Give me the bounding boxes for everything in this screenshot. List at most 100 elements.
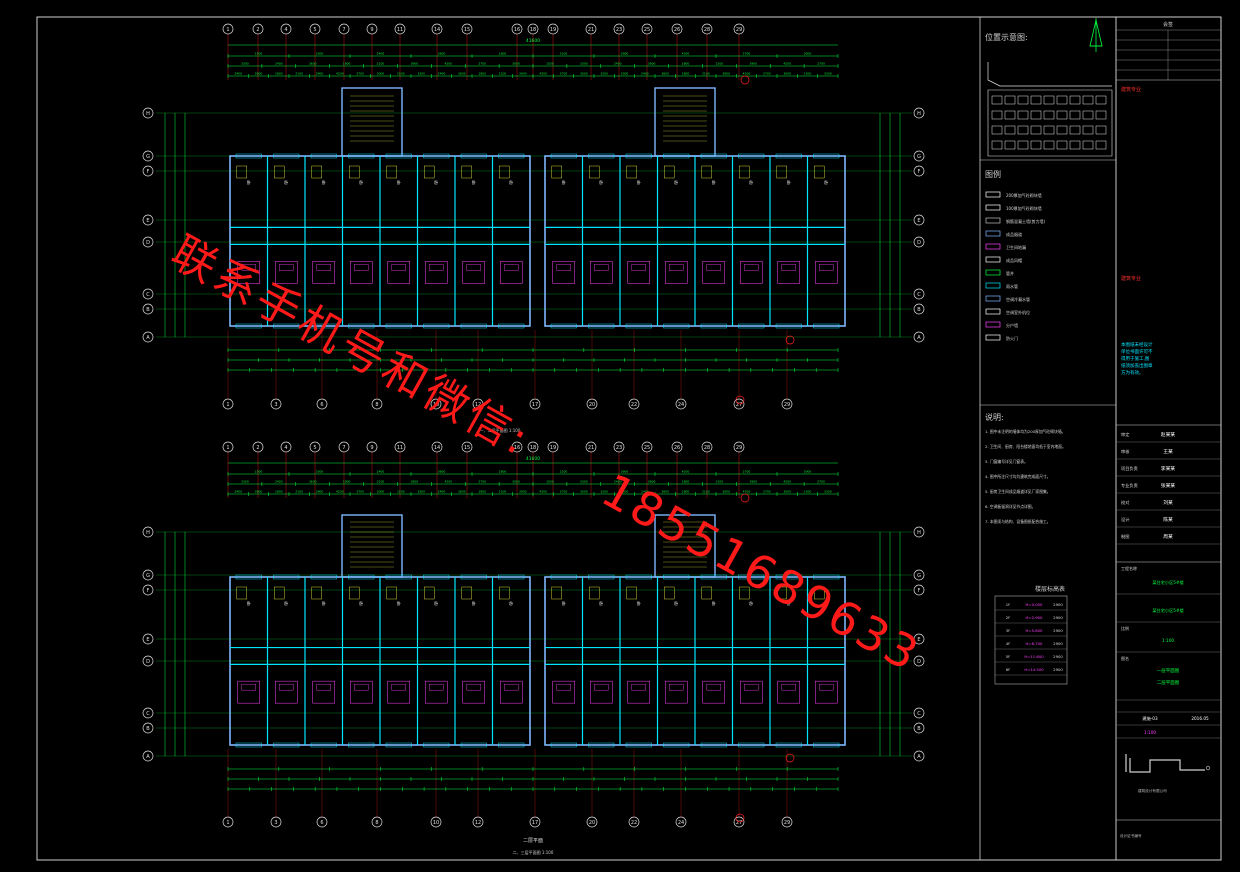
fixture-icon bbox=[664, 586, 675, 600]
bed-icon bbox=[350, 261, 373, 284]
axis-label: 9 bbox=[370, 27, 373, 33]
bed-icon bbox=[462, 261, 485, 284]
pillow-icon bbox=[316, 264, 331, 271]
fixture-icon bbox=[349, 165, 360, 179]
dim-text: 2700 bbox=[817, 480, 825, 484]
dim-text: 1800 bbox=[499, 470, 507, 474]
window bbox=[498, 153, 525, 159]
axis-label: 11 bbox=[397, 445, 403, 451]
room-label: 卧 bbox=[434, 179, 438, 185]
bed-icon bbox=[350, 680, 373, 704]
room-label: 卧 bbox=[637, 179, 641, 185]
pillow-icon bbox=[631, 683, 646, 691]
fixture-icon bbox=[776, 586, 787, 600]
legend-item: 防火门 bbox=[1006, 335, 1018, 341]
table-cell: 6F bbox=[1006, 667, 1011, 672]
table-cell: H=0.000 bbox=[1026, 602, 1043, 607]
dim-text: 3600 bbox=[661, 72, 669, 76]
site-block bbox=[1095, 140, 1107, 150]
dim-text: 3000 bbox=[580, 72, 588, 76]
dim-text: 4200 bbox=[336, 72, 344, 76]
table-cell: H=14.500 bbox=[1024, 667, 1044, 672]
dim-text: 2700 bbox=[356, 490, 364, 494]
room-label: 卧 bbox=[247, 179, 251, 185]
site-block bbox=[1043, 95, 1055, 105]
field-name: 李某某 bbox=[1161, 465, 1176, 472]
room-label: 卧 bbox=[824, 179, 828, 185]
room-label: 卧 bbox=[284, 179, 288, 185]
axis-label: 8 bbox=[375, 402, 378, 408]
window bbox=[498, 742, 525, 748]
bed-icon bbox=[425, 261, 448, 284]
site-block bbox=[991, 110, 1003, 120]
site-block bbox=[1030, 110, 1042, 120]
site-block bbox=[1095, 125, 1107, 135]
site-block bbox=[1043, 140, 1055, 150]
fixture-icon bbox=[739, 165, 750, 179]
dim-text: 3300 bbox=[621, 72, 629, 76]
dim-text: 4200 bbox=[444, 480, 452, 484]
window bbox=[625, 742, 652, 748]
fixture-icon bbox=[424, 586, 435, 600]
room-label: 卧 bbox=[247, 600, 251, 606]
window bbox=[310, 153, 337, 159]
dim-text: 3900 bbox=[722, 72, 730, 76]
legend-item: 管井 bbox=[1006, 270, 1014, 276]
row-axis-bubble bbox=[913, 633, 925, 645]
site-block bbox=[1069, 140, 1081, 150]
field-name: 刘某 bbox=[1163, 499, 1173, 506]
row-axis-bubble bbox=[142, 750, 154, 762]
row-axis-label: H bbox=[917, 111, 921, 117]
row-axis-bubble bbox=[142, 655, 154, 667]
table-cell: 2900 bbox=[1053, 641, 1063, 646]
axis-label: 23 bbox=[616, 27, 622, 33]
pillow-icon bbox=[631, 264, 646, 271]
dim-text: 2100 bbox=[499, 490, 507, 494]
pillow-icon bbox=[669, 264, 684, 271]
window bbox=[498, 323, 525, 329]
table-cell: H=2.900 bbox=[1026, 615, 1043, 620]
dim-text: 4200 bbox=[682, 52, 690, 56]
axis-label: 16 bbox=[514, 445, 520, 451]
dim-text: 2400 bbox=[438, 490, 446, 494]
fixture-icon bbox=[386, 165, 397, 179]
bed-icon bbox=[552, 680, 575, 704]
pillow-icon bbox=[706, 264, 721, 271]
window bbox=[775, 323, 802, 329]
bed-icon bbox=[237, 261, 260, 284]
site-block bbox=[1069, 125, 1081, 135]
axis-label: 1 bbox=[226, 27, 229, 33]
window bbox=[775, 574, 802, 580]
title-block: 会签 建筑专业 建筑专业 本图纸未经设计单位书面许可不得用于施工,图纸须加盖出图… bbox=[1115, 16, 1222, 861]
table-title: 楼层标高表 bbox=[1035, 585, 1065, 593]
bed-icon bbox=[665, 680, 688, 704]
window bbox=[813, 742, 840, 748]
row-axis-bubble bbox=[913, 288, 925, 300]
pillow-icon bbox=[504, 264, 519, 271]
pillow-icon bbox=[594, 683, 609, 691]
stair-tower bbox=[341, 87, 403, 157]
table-cell: 2F bbox=[1006, 615, 1011, 620]
window bbox=[588, 742, 615, 748]
dim-text: 3600 bbox=[438, 52, 446, 56]
location-title: 位置示意图: bbox=[985, 32, 1028, 42]
dim-text: 4200 bbox=[783, 480, 791, 484]
room-label: 卧 bbox=[674, 179, 678, 185]
axis-label: 18 bbox=[530, 445, 536, 451]
legend-swatch bbox=[985, 295, 1001, 302]
room-label: 卧 bbox=[712, 600, 716, 606]
window bbox=[550, 574, 577, 580]
dim-text: 3300 bbox=[241, 480, 249, 484]
axis-label: 10 bbox=[433, 820, 439, 826]
dim-text: 2400 bbox=[438, 72, 446, 76]
dim-text: 1500 bbox=[397, 490, 405, 494]
row-axis-label: A bbox=[917, 754, 921, 760]
pillow-icon bbox=[819, 264, 834, 271]
window bbox=[460, 153, 487, 159]
field-label: 校对 bbox=[1121, 499, 1129, 506]
axis-label: 18 bbox=[530, 27, 536, 33]
site-block bbox=[1056, 95, 1068, 105]
window bbox=[625, 574, 652, 580]
room-label: 卧 bbox=[322, 600, 326, 606]
